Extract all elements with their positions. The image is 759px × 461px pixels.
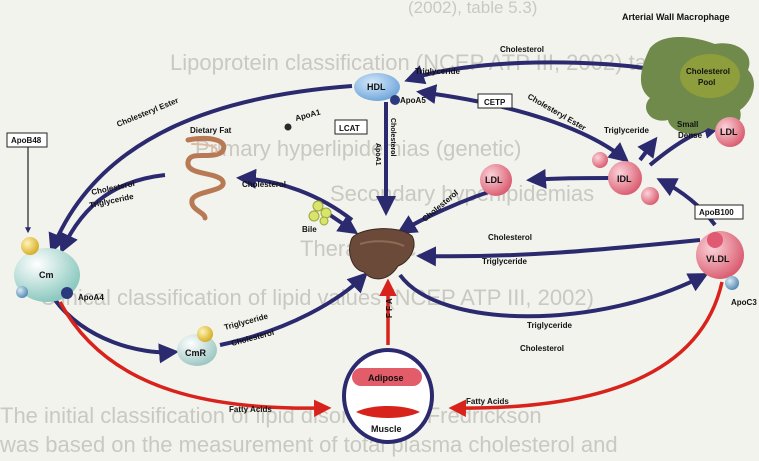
small-dense-label-2: Dense <box>678 131 703 140</box>
arrow-idl-to-ldl-left <box>530 178 610 180</box>
arrow-vldl-to-adipose <box>452 282 722 408</box>
adipose-label: Adipose <box>368 373 404 383</box>
cholesterol-pool <box>680 54 740 98</box>
cm-yellow-dot <box>21 237 39 255</box>
cmr-label: CmR <box>185 348 207 358</box>
apob48-label: ApoB48 <box>11 136 42 145</box>
label-triglyceride-idl: Triglyceride <box>604 126 649 135</box>
apoa5-dot <box>390 95 400 105</box>
ldl-left-label: LDL <box>485 175 503 185</box>
cmr-yellow-dot <box>197 326 213 342</box>
liver-icon <box>350 229 414 279</box>
label-triglyceride-cmr: Triglyceride <box>223 311 269 331</box>
apoa5-label: ApoA5 <box>400 96 426 105</box>
arrow-cm-to-cmr <box>55 300 175 352</box>
arrow-hdl-idl <box>420 92 626 160</box>
cholesterol-pool-label-2: Pool <box>698 78 715 87</box>
idl-satellite-2 <box>641 187 659 205</box>
hdl-label: HDL <box>367 82 386 92</box>
label-cholesteryl-ester-right: Cholesteryl Ester <box>526 92 587 133</box>
ffa-label: F F A <box>385 298 394 318</box>
label-fatty-acids-left: Fatty Acids <box>229 405 272 414</box>
label-cholesteryl-ester-left: Cholesteryl Ester <box>115 96 179 129</box>
cholesterol-pool-label-1: Cholesterol <box>686 67 730 76</box>
apoc3-label: ApoC3 <box>731 298 757 307</box>
cm-blue-dot <box>16 286 28 298</box>
vldl-label: VLDL <box>706 254 730 264</box>
cetp-label: CETP <box>484 98 506 107</box>
idl-label: IDL <box>617 174 632 184</box>
cholesterol-vertical-label: Cholesterol <box>389 118 396 157</box>
muscle-label: Muscle <box>371 424 402 434</box>
label-triglyceride-top: Triglyceride <box>415 67 460 76</box>
arrow-liver-to-vldl <box>400 275 705 316</box>
label-cholesterol-cmr: Cholesterol <box>230 328 275 348</box>
label-cholesterol-diet: Cholesterol <box>242 180 286 189</box>
arrow-idl-to-small-dense <box>640 140 655 160</box>
label-cholesterol-mid: Cholesterol <box>488 233 532 242</box>
lcat-label: LCAT <box>339 124 360 133</box>
label-triglyceride-mid: Triglyceride <box>482 257 527 266</box>
vldl-satellite <box>707 232 723 248</box>
macrophage-label: Arterial Wall Macrophage <box>622 12 730 22</box>
label-fatty-acids-right: Fatty Acids <box>466 397 509 406</box>
apob100-label: ApoB100 <box>699 208 734 217</box>
bile-label: Bile <box>302 225 317 234</box>
label-triglyceride-bottom: Triglyceride <box>527 321 572 330</box>
lcat-box: LCAT <box>335 120 367 134</box>
ldl-right-label: LDL <box>720 127 738 137</box>
apoa1-vertical-label: ApoA1 <box>374 143 381 166</box>
arrow-vldl-to-liver <box>420 240 700 256</box>
intestine-icon <box>188 139 224 219</box>
cetp-box: CETP <box>478 94 512 108</box>
apob48-box: ApoB48 <box>7 133 47 232</box>
small-dense-label-1: Small <box>677 120 698 129</box>
arrow-cmr-to-liver <box>220 275 365 345</box>
label-cholesterol-top: Cholesterol <box>500 45 544 54</box>
apoa4-dot <box>61 287 73 299</box>
label-cholesterol-bottom: Cholesterol <box>520 344 564 353</box>
apoa1-dot <box>285 124 292 131</box>
apoa4-label: ApoA4 <box>78 293 104 302</box>
dietary-fat-label: Dietary Fat <box>190 126 232 135</box>
apoc3-dot <box>725 276 739 290</box>
cm-label: Cm <box>39 270 54 280</box>
apob100-box: ApoB100 <box>695 205 743 219</box>
apoa1-label: ApoA1 <box>294 107 322 123</box>
idl-satellite-1 <box>592 152 608 168</box>
